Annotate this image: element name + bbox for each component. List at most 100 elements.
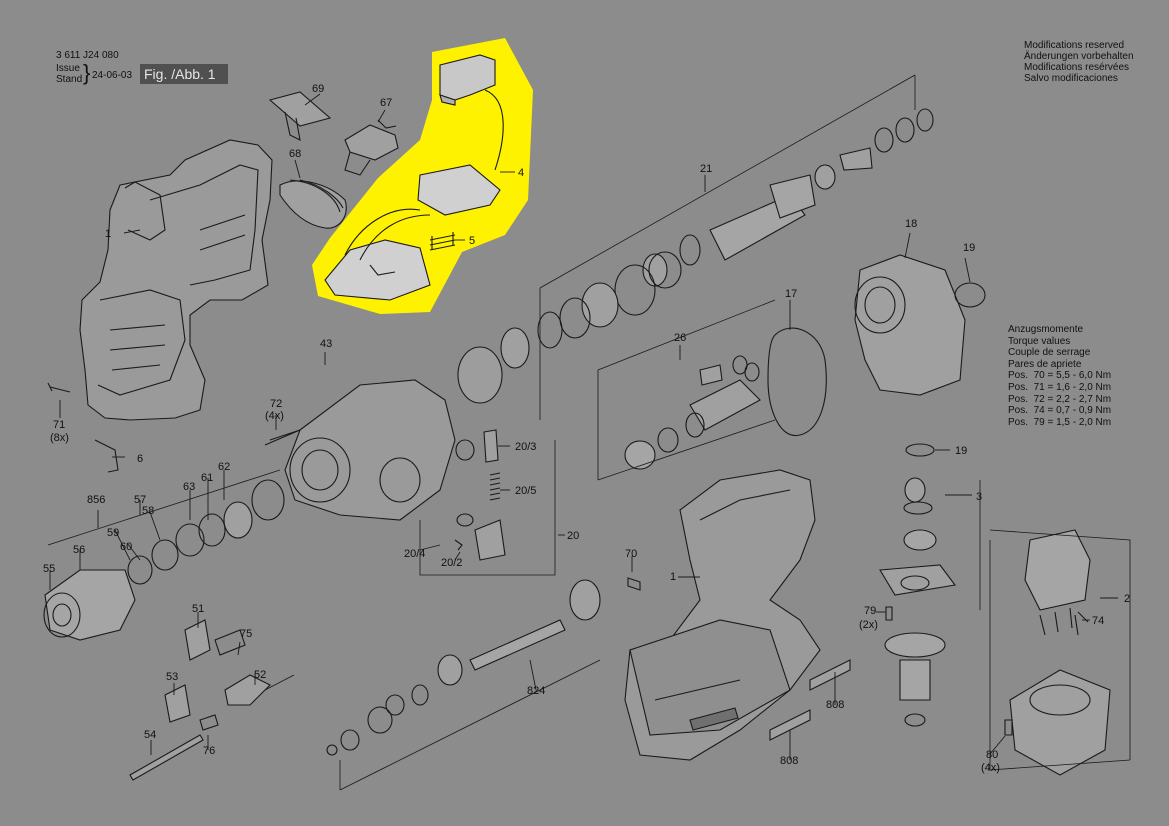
part-label: 75 [240,628,252,640]
part-label-qty: (4x) [265,410,284,422]
torque-title-line: Pares de apriete [1008,358,1082,370]
part-label: 808 [780,755,798,767]
torque-title-line: Anzugsmomente [1008,324,1084,335]
part-4-switch [324,54,504,301]
drawing-strokes [43,54,1131,791]
gear-shaft-assembly [457,108,934,404]
torque-row: Pos. 74 = 0,7 - 0,9 Nm [1008,405,1112,417]
part-label: 808 [826,699,844,711]
torque-title-line: Torque values [1008,335,1071,347]
part-label: 54 [144,729,156,741]
part-label: 51 [192,603,204,615]
part-824-shaft [326,579,601,756]
part-label: 53 [166,671,178,683]
part-label: 59 [107,527,119,539]
part-808-sticker-b [769,709,811,741]
part-label-qty: (2x) [859,619,878,631]
part-label: 74 [1092,615,1104,627]
part-71-screw [47,382,71,393]
stand-label: Stand [56,74,83,85]
part-label: 6 [137,453,143,465]
part-label: 20/4 [404,548,425,560]
part-label: 58 [142,505,154,517]
part-label: 5 [469,235,475,247]
torque-row: Pos. 71 = 1,6 - 2,0 Nm [1008,381,1112,393]
group-brackets [47,74,1131,791]
part-label: 61 [201,472,213,484]
part-label: 79 [864,605,876,617]
part-label-qty: (4x) [981,762,1000,774]
modifications-line: Änderungen vorbehalten [1024,51,1134,62]
part-808-sticker-a [809,659,851,691]
part-label: 4 [518,167,524,179]
part-label: 72 [270,398,282,410]
part-label: 76 [203,745,215,757]
part-label: 19 [963,242,975,254]
housing-right [624,469,821,761]
part-70-screw [627,577,641,591]
part-label: 856 [87,494,105,506]
part-label: 57 [134,494,146,506]
part-label: 62 [218,461,230,473]
part-label: 2 [1124,593,1130,605]
document-number: 3 611 J24 080 [56,50,119,61]
part-17-oring [767,327,827,437]
part-67-knob [344,119,399,176]
part-3-gear-stack [879,477,956,596]
part-label: 63 [183,481,195,493]
part-label: 19 [955,445,967,457]
torque-row: Pos. 72 = 2,2 - 2,7 Nm [1008,393,1112,405]
part-label: 70 [625,548,637,560]
part-label: 56 [73,544,85,556]
part-5-spring [429,232,456,251]
torque-row: Pos. 79 = 1,5 - 2,0 Nm [1008,416,1112,428]
part-label: 60 [120,541,132,553]
issue-brace: } [83,60,91,85]
part-label: 20/5 [515,485,536,497]
part-43-hammer-housing [269,379,475,521]
part-26-impact [624,355,761,470]
figure-label: Fig. /Abb. 1 [140,64,228,84]
part-label: 67 [380,97,392,109]
part-label: 1 [670,571,676,583]
part-label: 80 [986,749,998,761]
part-18-gear-housing [854,254,986,457]
part-label: 55 [43,563,55,575]
part-label: 68 [289,148,301,160]
part-label: 69 [312,83,324,95]
part-79-screw [885,606,893,621]
part-label: 824 [527,685,545,697]
modifications-line: Salvo modificaciones [1024,73,1118,84]
part-label: 43 [320,338,332,350]
modifications-notice: Modifications reserved Änderungen vorbeh… [1024,40,1134,84]
torque-row: Pos. 70 = 5,5 - 6,0 Nm [1008,370,1112,382]
modifications-line: Modifications resérvées [1024,62,1130,73]
chuck-assembly [43,479,285,641]
issue-date: 24-06-03 [92,70,133,81]
part-74-screw [1077,611,1089,623]
selector-parts [129,619,271,781]
part-label: 20/3 [515,441,536,453]
part-label: 3 [976,491,982,503]
part-label: 71 [53,419,65,431]
part-label: 18 [905,218,917,230]
leader-lines [49,93,1118,760]
housing-left [79,139,273,421]
modifications-line: Modifications reserved [1024,40,1125,51]
torque-title-line: Couple de serrage [1008,347,1091,359]
part-label: 1 [105,228,111,240]
armature [884,632,946,727]
part-label: 26 [674,332,686,344]
part-6-pin [94,439,119,473]
part-20-group [454,429,506,561]
part-label: 20 [567,530,579,542]
part-label: 21 [700,163,712,175]
torque-values-table: Anzugsmomente Torque values Couple de se… [1008,324,1111,428]
part-80-screw [1004,719,1013,736]
part-label-qty: (8x) [50,432,69,444]
part-2-motor [1009,529,1111,776]
issue-label: Issue [56,63,80,74]
part-label: 20/2 [441,557,462,569]
